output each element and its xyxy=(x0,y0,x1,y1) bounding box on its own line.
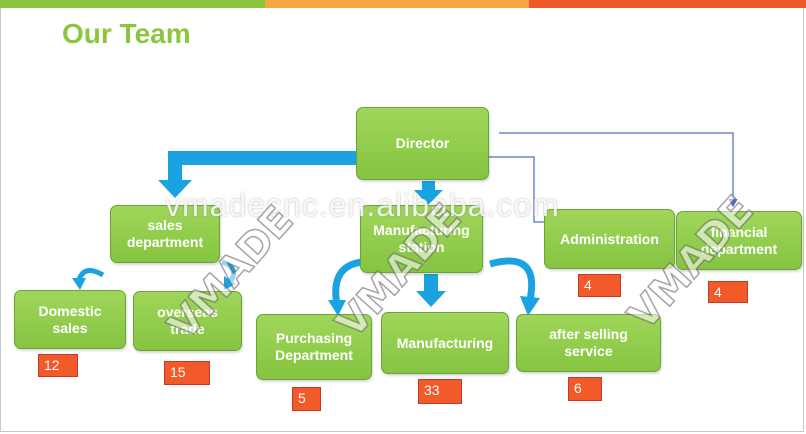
node-manufacturing-label: Manufacturing xyxy=(396,334,494,351)
node-director-label: Director xyxy=(395,135,450,151)
node-domestic-label: Domestic sales xyxy=(38,302,102,336)
arrow-director-to-sales xyxy=(158,151,356,198)
node-manufacturing-station: Manufacturing station xyxy=(360,205,483,273)
node-purchasing-department: Purchasing Department xyxy=(256,314,372,380)
count-badge-administration: 4 xyxy=(578,274,621,297)
count-badge-after-selling: 6 xyxy=(568,377,602,401)
node-overseas-trade: overseas trade xyxy=(133,291,242,351)
top-color-bar xyxy=(0,0,806,8)
count-badge-overseas: 15 xyxy=(164,361,210,385)
count-badge-financial: 4 xyxy=(708,281,748,303)
page-title: Our Team xyxy=(62,18,191,49)
node-sales-department: sales department xyxy=(110,205,220,263)
curved-arrow-after-selling xyxy=(489,257,536,301)
node-purchasing-label: Purchasing Department xyxy=(275,330,353,363)
node-financial-label: financial department xyxy=(700,223,778,257)
curved-arrow-domestic-head xyxy=(72,278,86,290)
node-manufacturing: Manufacturing xyxy=(381,312,509,374)
top-bar-orange xyxy=(265,0,529,8)
node-financial-department: financial department xyxy=(676,211,802,270)
curved-arrow-after-selling-head xyxy=(520,296,540,316)
node-sales-label: sales department xyxy=(126,217,204,250)
top-bar-red xyxy=(529,0,806,8)
node-station-label: Manufacturing station xyxy=(373,222,470,255)
node-after-selling-service: after selling service xyxy=(516,314,661,372)
node-domestic-sales: Domestic sales xyxy=(14,290,126,349)
curved-arrow-overseas xyxy=(221,259,237,284)
slide-frame xyxy=(0,8,804,432)
top-bar-green xyxy=(0,0,265,8)
watermark-text: vmadecnc.en.alibaba.com xyxy=(165,187,560,223)
node-after-selling-label: after selling service xyxy=(549,326,628,359)
count-badge-manufacturing: 33 xyxy=(418,379,462,404)
arrow-station-to-manufacturing xyxy=(416,274,446,307)
curved-arrow-overseas-head xyxy=(224,276,236,290)
arrow-director-to-station xyxy=(414,181,443,205)
node-administration: Administration xyxy=(544,209,675,269)
count-badge-purchasing: 5 xyxy=(292,387,321,411)
curved-arrow-purchasing-head xyxy=(328,300,346,316)
curved-arrow-purchasing xyxy=(332,258,363,306)
connector-to-financial xyxy=(499,132,738,208)
node-administration-label: Administration xyxy=(560,230,659,247)
node-overseas-label: overseas trade xyxy=(157,304,218,337)
node-director: Director xyxy=(356,107,489,180)
count-badge-domestic: 12 xyxy=(38,354,78,377)
curved-arrow-domestic xyxy=(76,268,105,281)
